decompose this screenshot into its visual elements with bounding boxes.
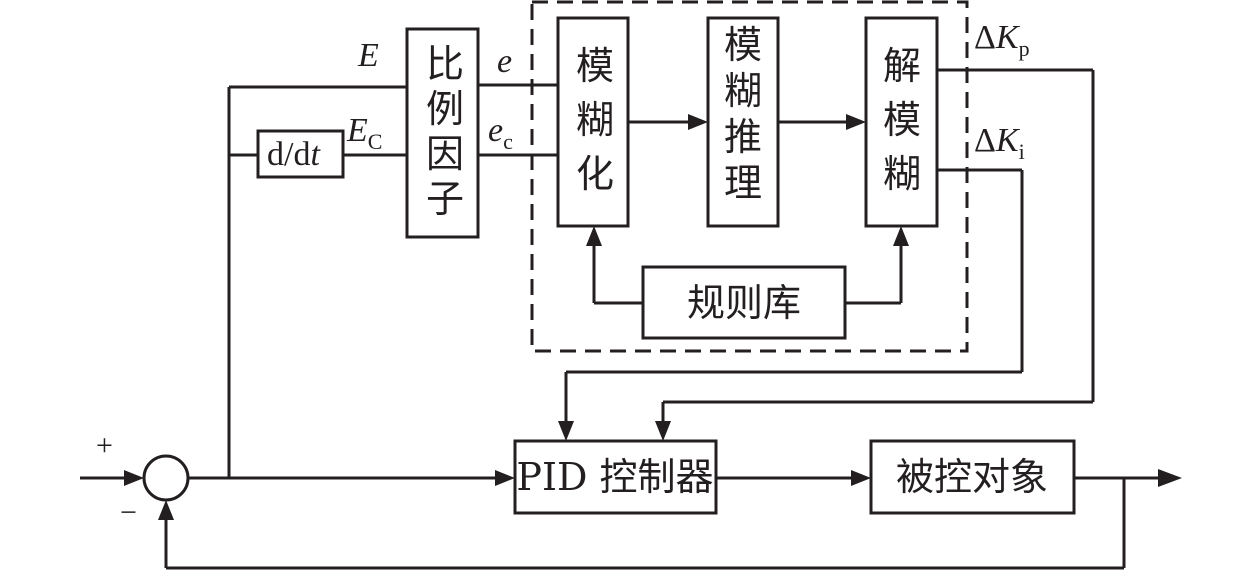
arrowheads — [124, 114, 1182, 520]
fuzzification-block — [556, 16, 630, 228]
plant-block — [869, 439, 1076, 515]
arrow-into-defuzzification — [846, 114, 866, 130]
minus-sign: − — [120, 496, 137, 529]
arrow-into-pid — [495, 470, 515, 486]
arrow-into-summing-junction — [124, 470, 144, 486]
defuzzification-block — [864, 16, 939, 228]
scale-factor-char-4: 子 — [426, 177, 464, 221]
arrow-into-inference — [688, 114, 708, 130]
signal-lines — [80, 68, 1160, 570]
pid-controller-block — [513, 439, 718, 515]
arrow-dki-into-pid — [558, 421, 574, 441]
fuzzification-char-3: 化 — [576, 152, 614, 196]
signal-ec-label: ec — [488, 112, 513, 154]
plant-label: 被控对象 — [896, 455, 1048, 499]
scale-factor-char-3: 因 — [426, 132, 464, 176]
rule-base-block — [641, 265, 847, 340]
fuzzy-controller-boundary — [530, 0, 969, 353]
summing-junction — [142, 454, 190, 502]
rule-base-label: 规则库 — [687, 281, 801, 325]
scale-factor-block — [405, 27, 480, 239]
inference-char-3: 推 — [724, 115, 762, 159]
differentiator-label: d/dt — [267, 136, 321, 173]
defuzzification-char-3: 糊 — [883, 152, 921, 196]
inference-char-2: 糊 — [724, 69, 762, 113]
arrow-output — [1158, 469, 1182, 487]
scale-factor-char-2: 例 — [426, 87, 464, 131]
defuzzification-char-1: 解 — [883, 44, 921, 88]
arrow-into-plant — [851, 470, 871, 486]
pid-controller-label: PID 控制器 — [516, 455, 713, 499]
differentiator-block — [256, 129, 345, 179]
fuzzification-char-2: 糊 — [576, 98, 614, 142]
inference-char-1: 模 — [724, 23, 762, 67]
scale-factor-char-1: 比 — [426, 42, 464, 86]
inference-char-4: 理 — [724, 161, 762, 205]
defuzzification-char-2: 模 — [883, 98, 921, 142]
signal-dKp-label: ΔKp — [974, 19, 1030, 61]
arrow-rule-to-fuzzification — [586, 226, 602, 246]
signal-Ec-label: EC — [346, 112, 382, 154]
signal-e-label: e — [497, 43, 512, 80]
fuzzification-char-1: 模 — [576, 44, 614, 88]
signal-E-label: E — [357, 37, 379, 74]
fuzzy-inference-block — [706, 16, 780, 228]
arrow-dkp-into-pid — [655, 421, 671, 441]
arrow-feedback-into-junction — [158, 500, 174, 520]
arrow-rule-to-defuzzification — [893, 226, 909, 246]
plus-sign: + — [96, 429, 113, 462]
signal-dKi-label: ΔKi — [974, 122, 1025, 164]
